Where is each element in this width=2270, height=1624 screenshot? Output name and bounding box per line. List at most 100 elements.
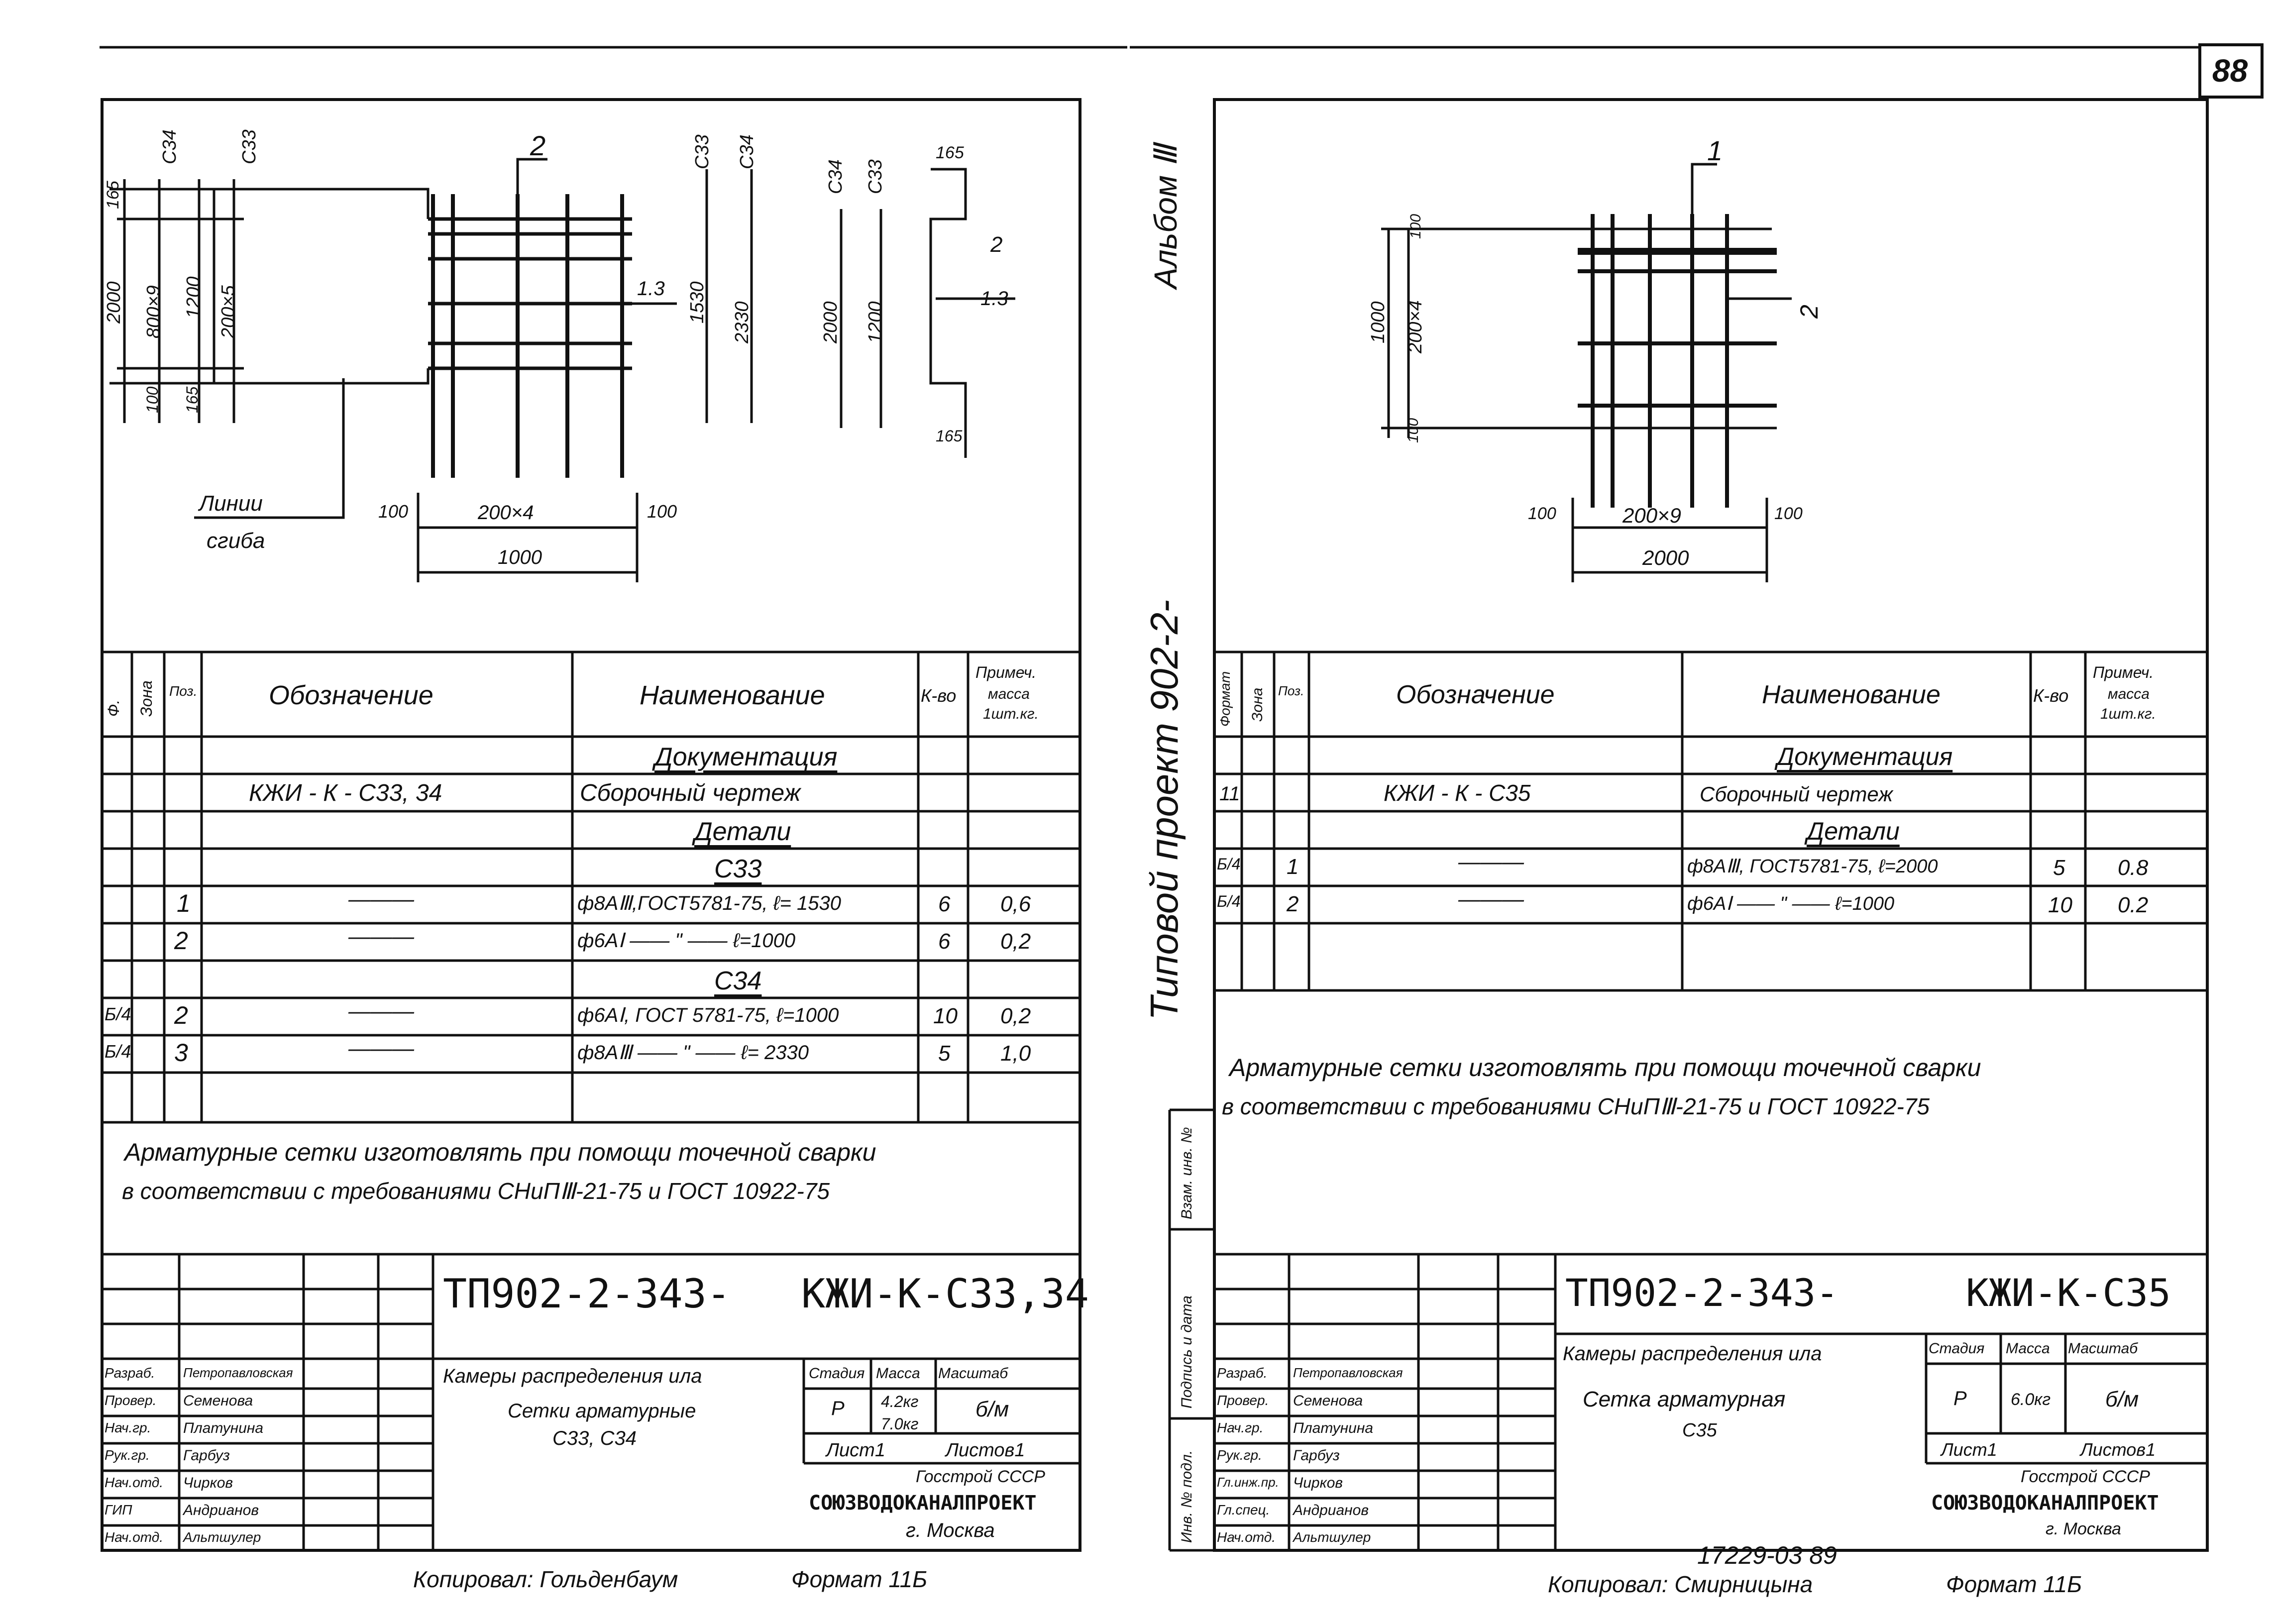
- dim-100-c: 100: [647, 501, 677, 522]
- dim-1-3-left: 1.3: [637, 278, 665, 300]
- format-label: Формат 11Б: [791, 1566, 928, 1592]
- scale-value: б/м: [975, 1397, 1009, 1421]
- dim-100-l: 100: [1528, 504, 1556, 523]
- role: Рук.гр.: [105, 1447, 150, 1463]
- row-qty: 6: [938, 892, 951, 916]
- th-qty: К-во: [2033, 685, 2069, 706]
- row-name: Документация: [654, 743, 838, 771]
- note-line-2: в соответствии с требованиями СНиПⅢ-21-7…: [122, 1178, 830, 1204]
- dim-100-b: 100: [378, 501, 409, 522]
- role: Нач.гр.: [105, 1420, 151, 1435]
- dim-pos2: 2: [1795, 305, 1823, 319]
- title-line-1: Камеры распределения ила: [1563, 1343, 1822, 1365]
- title-line-2: Сетки арматурные: [508, 1400, 696, 1422]
- dim-100-a: 100: [143, 386, 161, 413]
- stage-header: Стадия: [809, 1365, 865, 1382]
- person: Чирков: [183, 1475, 233, 1491]
- row-designation: ———: [1458, 887, 1524, 911]
- row-note: 0.2: [2118, 893, 2149, 917]
- row-name: ф8АⅢ —— " —— ℓ= 2330: [577, 1042, 809, 1064]
- dim-165-b: 165: [183, 386, 201, 413]
- row-qty: 5: [938, 1041, 951, 1066]
- sheet-label: Лист1: [1941, 1439, 1997, 1460]
- title-mark: КЖИ-К-С35: [1966, 1271, 2171, 1315]
- row-pos: 2: [174, 1001, 188, 1029]
- row-note: 0,6: [1000, 892, 1031, 916]
- scale-header: Масштаб: [2068, 1340, 2138, 1357]
- row-name: Документация: [1777, 743, 1953, 770]
- row-qty: 5: [2053, 856, 2065, 880]
- person: Альтшулер: [1293, 1529, 1371, 1545]
- row-format: Б/4: [1217, 855, 1241, 873]
- dim-100-r: 100: [1774, 504, 1803, 523]
- row-pos: 2: [1287, 892, 1299, 916]
- stamp-sign-date: Подпись и дата: [1179, 1296, 1195, 1408]
- title-mark: КЖИ-К-С33,34: [801, 1271, 1089, 1317]
- detail-dim-1-3: 1.3: [980, 288, 1008, 310]
- format-label: Формат 11Б: [1946, 1571, 2082, 1597]
- role: Провер.: [1217, 1393, 1269, 1408]
- bend-line-label-2: сгиба: [207, 529, 265, 553]
- th-pos: Поз.: [169, 683, 198, 699]
- role: Гл.спец.: [1217, 1502, 1270, 1517]
- role: Нач.гр.: [1217, 1420, 1264, 1435]
- row-designation: ———: [348, 887, 414, 911]
- org-line-3: г. Москва: [2046, 1519, 2121, 1538]
- person: Альтшулер: [183, 1529, 261, 1545]
- row-designation: КЖИ - К - С33, 34: [249, 780, 442, 806]
- th-qty: К-во: [921, 685, 957, 706]
- role: Нач.отд.: [105, 1475, 164, 1490]
- dim-100-top: 100: [1407, 214, 1424, 239]
- person: Петропавловская: [1293, 1365, 1403, 1380]
- dim-200x9: 200×9: [1622, 504, 1681, 527]
- org-line-1: Госстрой СССР: [2021, 1467, 2150, 1486]
- person: Гарбуз: [183, 1447, 230, 1464]
- dim-1200-left: 1200: [183, 276, 204, 319]
- row-name: ф6АⅠ —— " —— ℓ=1000: [577, 930, 796, 952]
- archive-number: 17229-03 89: [1697, 1541, 1837, 1569]
- th-note-1: Примеч.: [975, 663, 1037, 681]
- row-note: 0,2: [1000, 1004, 1031, 1028]
- mass-value: 6.0кг: [2011, 1390, 2051, 1409]
- org-line-2: СОЮЗВОДОКАНАЛПРОЕКТ: [1931, 1492, 2159, 1515]
- th-pos: Поз.: [1278, 683, 1304, 698]
- role: Нач.отд.: [105, 1529, 164, 1545]
- row-designation: ———: [348, 1036, 414, 1061]
- th-note-2: масса: [2108, 686, 2150, 702]
- mass-header: Масса: [876, 1365, 920, 1382]
- title-line-1: Камеры распределения ила: [443, 1365, 702, 1387]
- bend-line-label-1: Линии: [199, 491, 263, 516]
- org-line-1: Госстрой СССР: [916, 1467, 1045, 1486]
- detail-dim-1200: 1200: [865, 301, 886, 343]
- copied-by: Копировал: Гольденбаум: [413, 1566, 678, 1592]
- th-zone: Зона: [1249, 687, 1266, 722]
- dim-800x9: 800×9: [143, 285, 164, 338]
- row-format: Б/4: [105, 1041, 131, 1062]
- role: Рук.гр.: [1217, 1447, 1262, 1463]
- sheets-label: Листов1: [2080, 1439, 2156, 1460]
- row-format: Б/4: [1217, 892, 1241, 910]
- row-name: Сборочный чертеж: [580, 780, 801, 806]
- mass-value-2: 7.0кг: [881, 1415, 919, 1433]
- row-name: С33: [714, 855, 762, 883]
- dim-165-left: 165: [104, 181, 122, 209]
- left-drawing-lines: [100, 46, 1127, 1552]
- detail-dim-165-a: 165: [936, 143, 964, 162]
- title-line-2: Сетка арматурная: [1583, 1387, 1786, 1411]
- row-designation: КЖИ - К - С35: [1384, 780, 1531, 806]
- org-line-2: СОЮЗВОДОКАНАЛПРОЕКТ: [809, 1492, 1037, 1515]
- stamp-inv-no: Инв. № подл.: [1179, 1450, 1195, 1543]
- row-name: ф8АⅢ,ГОСТ5781-75, ℓ= 1530: [577, 892, 841, 914]
- th-format: Формат: [1217, 671, 1233, 727]
- dim-100-bottom: 100: [1405, 418, 1421, 443]
- person: Платунина: [183, 1420, 264, 1436]
- th-designation: Обозначение: [269, 680, 433, 710]
- sheet-label: Лист1: [826, 1440, 885, 1461]
- scale-header: Масштаб: [938, 1365, 1008, 1382]
- role: Гл.инж.пр.: [1217, 1475, 1279, 1490]
- stage-value: Р: [1953, 1388, 1967, 1409]
- row-pos: 1: [177, 889, 191, 917]
- row-pos: 3: [174, 1039, 188, 1067]
- dim-pos1: 1: [1707, 135, 1723, 166]
- person: Андрианов: [183, 1502, 259, 1518]
